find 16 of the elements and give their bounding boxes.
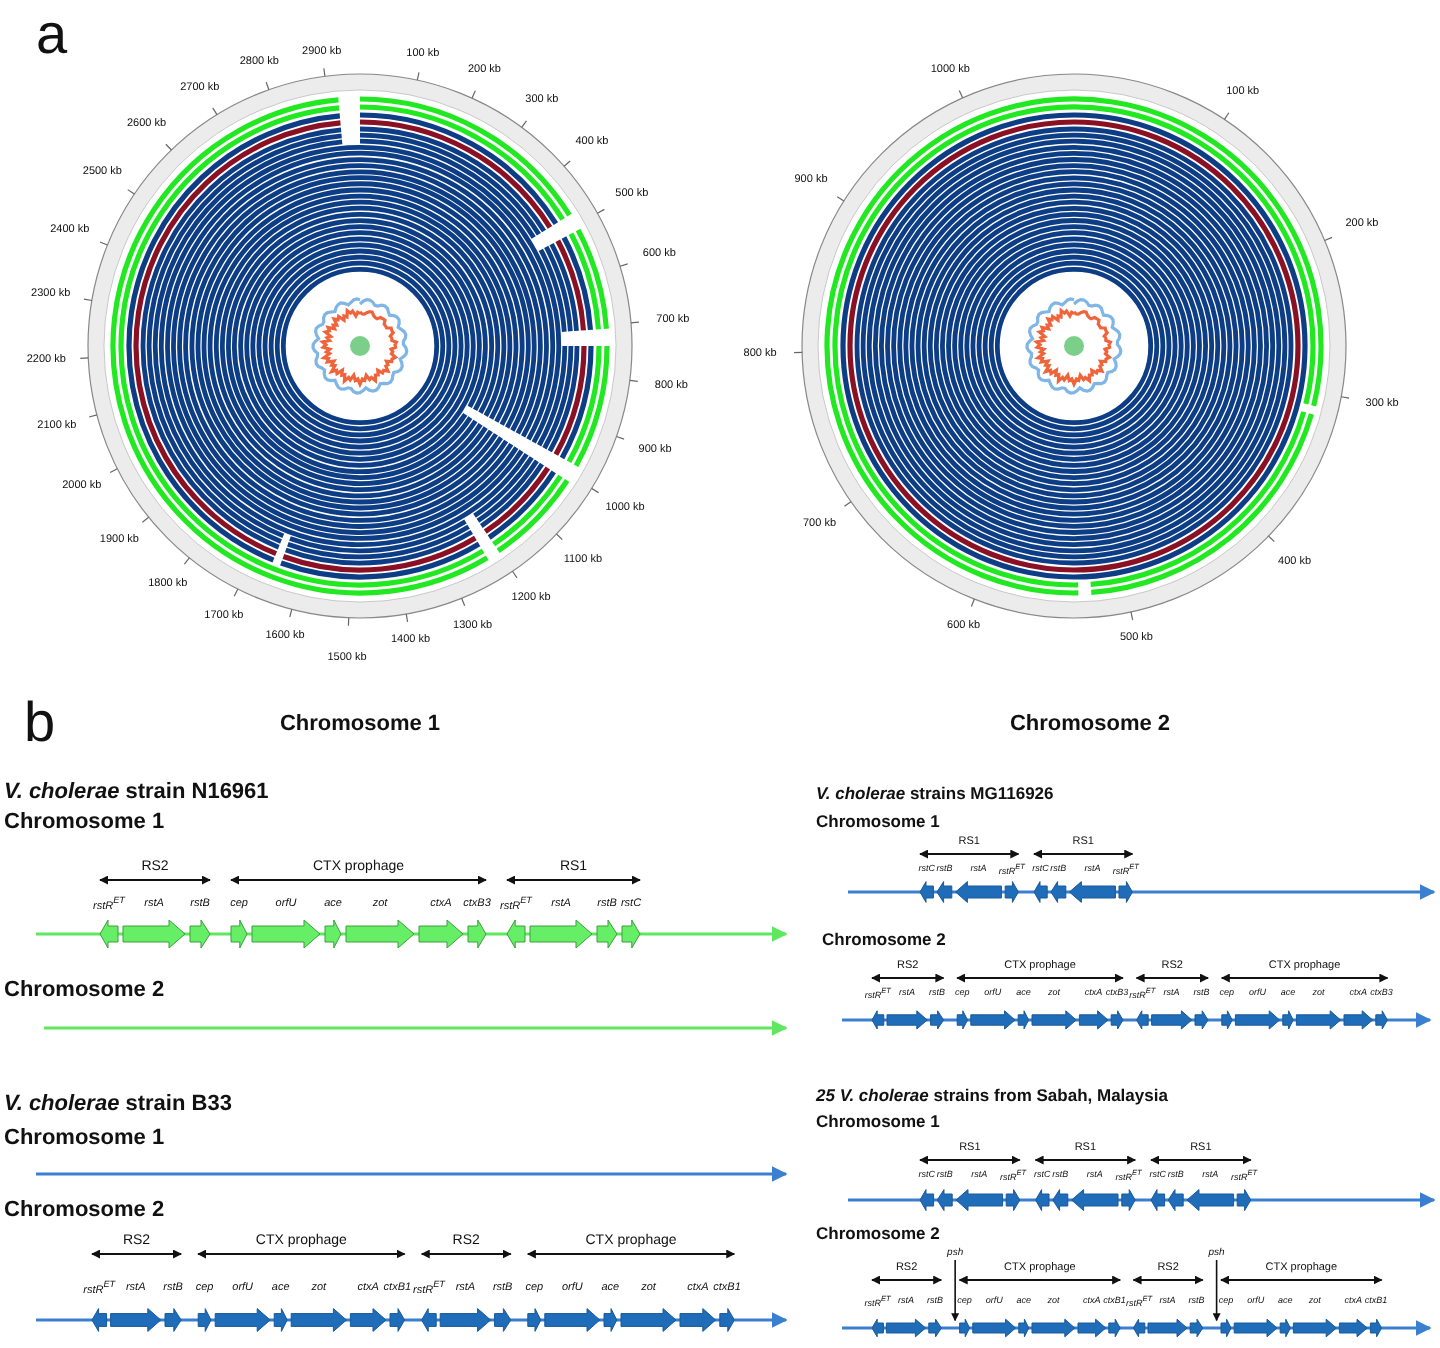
chromosome-heading: Chromosome 1 [816, 812, 940, 832]
chromosome-heading: Chromosome 1 [816, 1112, 940, 1132]
chromosome-heading: Chromosome 1 [4, 809, 165, 835]
panel-letter: a [36, 5, 68, 67]
map-caption: Chromosome 2 [1009, 711, 1171, 737]
strain-heading: V. cholerae strain B33 [4, 1091, 232, 1117]
chromosome-heading: Chromosome 2 [822, 930, 946, 950]
chromosome-heading: Chromosome 2 [816, 1224, 940, 1244]
chromosome-heading: Chromosome 1 [4, 1125, 165, 1151]
map-caption: Chromosome 1 [279, 711, 441, 737]
chromosome-heading: Chromosome 2 [4, 977, 165, 1003]
panel-letter: b [24, 693, 56, 755]
chromosome-heading: Chromosome 2 [4, 1197, 165, 1223]
strain-heading: 25 V. cholerae strains from Sabah, Malaysia [816, 1086, 1168, 1106]
strain-heading: V. cholerae strain N16961 [4, 779, 269, 805]
strain-heading: V. cholerae strains MG116926 [816, 784, 1054, 804]
